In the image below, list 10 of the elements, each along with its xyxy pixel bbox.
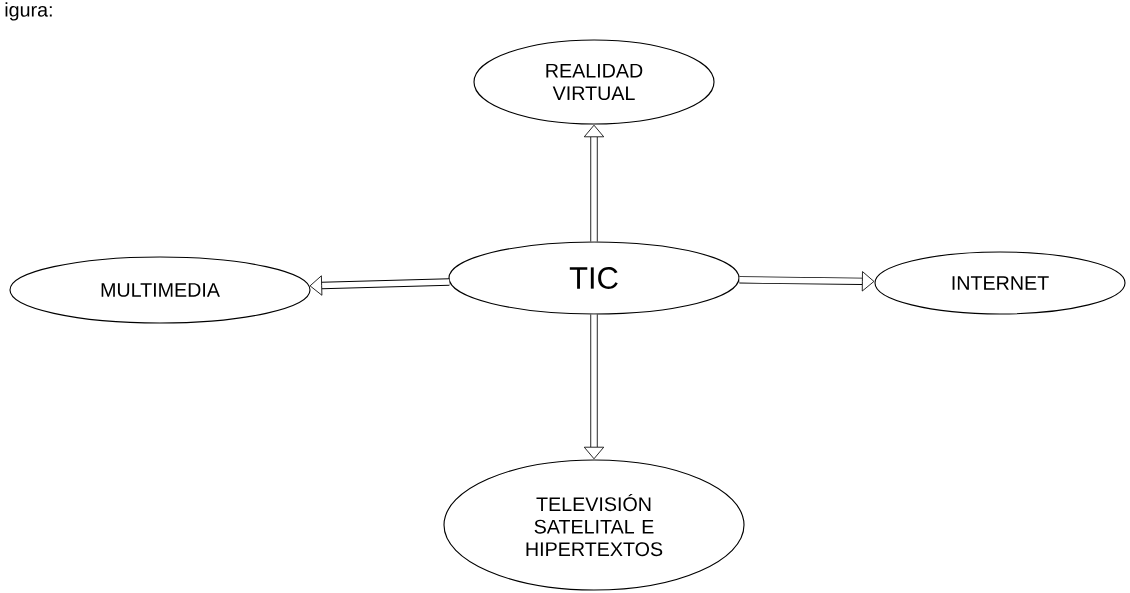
ellipse-node: TELEVISIÓN SATELITAL E HIPERTEXTOS: [443, 459, 745, 591]
caption-text: igura:: [5, 2, 52, 21]
block-arrow: [583, 124, 605, 242]
block-arrow: [309, 275, 450, 296]
ellipse-node: TIC: [448, 241, 740, 315]
ellipse-node: MULTIMEDIA: [9, 256, 311, 324]
ellipse-node: INTERNET: [874, 251, 1126, 315]
ellipse-node: REALIDAD VIRTUAL: [473, 39, 715, 125]
block-arrow: [583, 314, 605, 460]
block-arrow: [739, 271, 875, 292]
